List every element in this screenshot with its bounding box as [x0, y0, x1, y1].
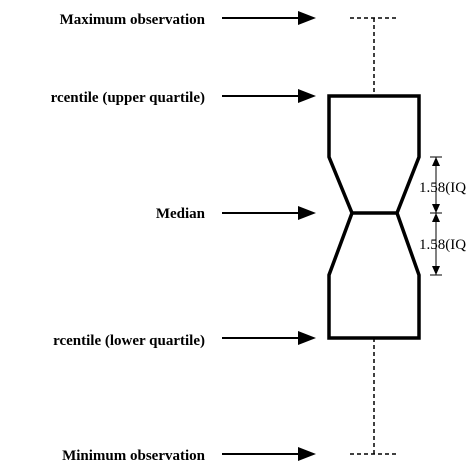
notch-annotation-upper: 1.58(IQ — [419, 180, 466, 196]
notch-dimension-lower — [430, 212, 442, 276]
maximum-arrow — [222, 11, 316, 25]
notch-annotation-lower: 1.58(IQ — [419, 237, 466, 253]
minimum-arrow — [222, 447, 316, 461]
notched-box — [327, 94, 421, 340]
upper-quartile-label: rcentile (upper quartile) — [51, 90, 205, 106]
median-label: Median — [156, 206, 206, 222]
lower-quartile-label: rcentile (lower quartile) — [53, 333, 205, 349]
median-arrow — [222, 206, 316, 220]
lower-quartile-arrow — [222, 331, 316, 345]
upper-quartile-arrow — [222, 89, 316, 103]
notch-dimension-upper — [430, 156, 442, 213]
maximum-label: Maximum observation — [60, 12, 206, 28]
minimum-label: Minimum observation — [62, 448, 206, 464]
